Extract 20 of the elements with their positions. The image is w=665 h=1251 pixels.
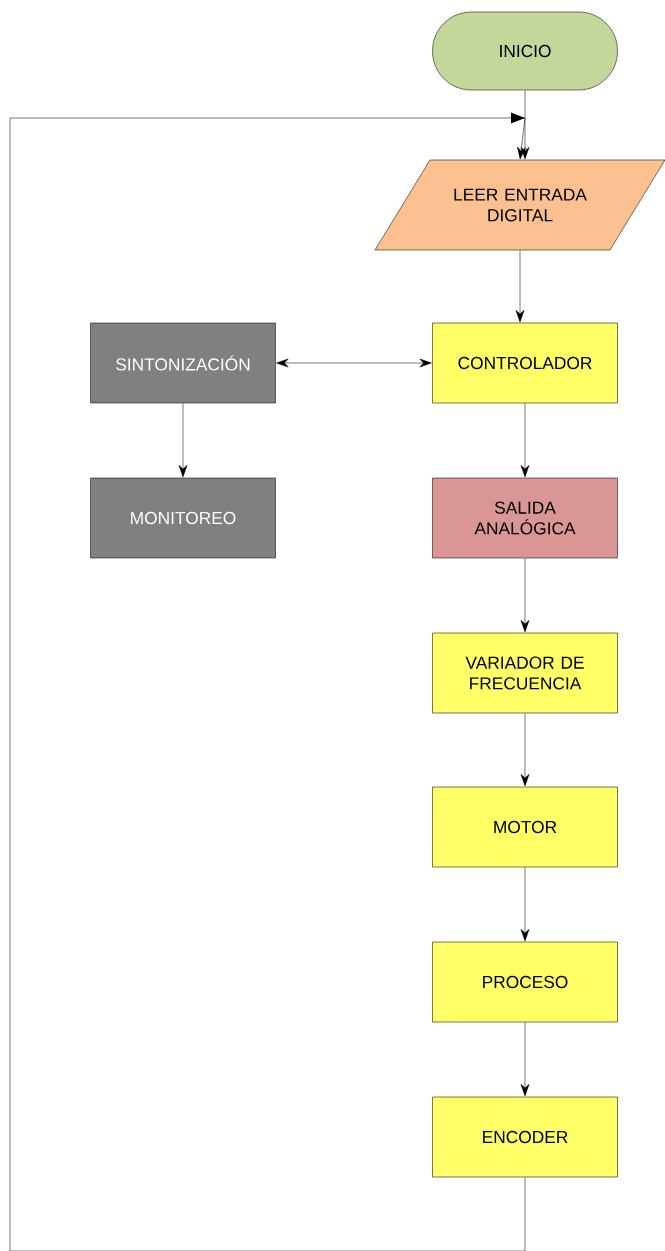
arrow — [520, 713, 530, 787]
process-box: VARIADOR DE FRECUENCIA — [432, 632, 618, 714]
arrow — [9, 112, 526, 1251]
process-box: SALIDA ANALÓGICA — [432, 477, 618, 559]
input-parallelogram: LEER ENTRADA DIGITAL — [374, 159, 665, 251]
process-box: ENCODER — [432, 1096, 618, 1178]
process-box: SINTONIZACIÓN — [90, 322, 276, 404]
start-terminal: INICIO — [432, 11, 618, 91]
arrow — [520, 90, 530, 160]
process-box: MOTOR — [432, 786, 618, 868]
process-box: PROCESO — [432, 941, 618, 1023]
process-box: CONTROLADOR — [432, 322, 618, 404]
arrow — [178, 403, 188, 478]
arrow — [520, 558, 530, 633]
arrow — [515, 250, 525, 323]
arrow — [276, 358, 432, 368]
arrow — [520, 1022, 530, 1097]
process-box: MONITOREO — [90, 477, 276, 559]
arrow — [520, 403, 530, 478]
arrow — [520, 867, 530, 942]
